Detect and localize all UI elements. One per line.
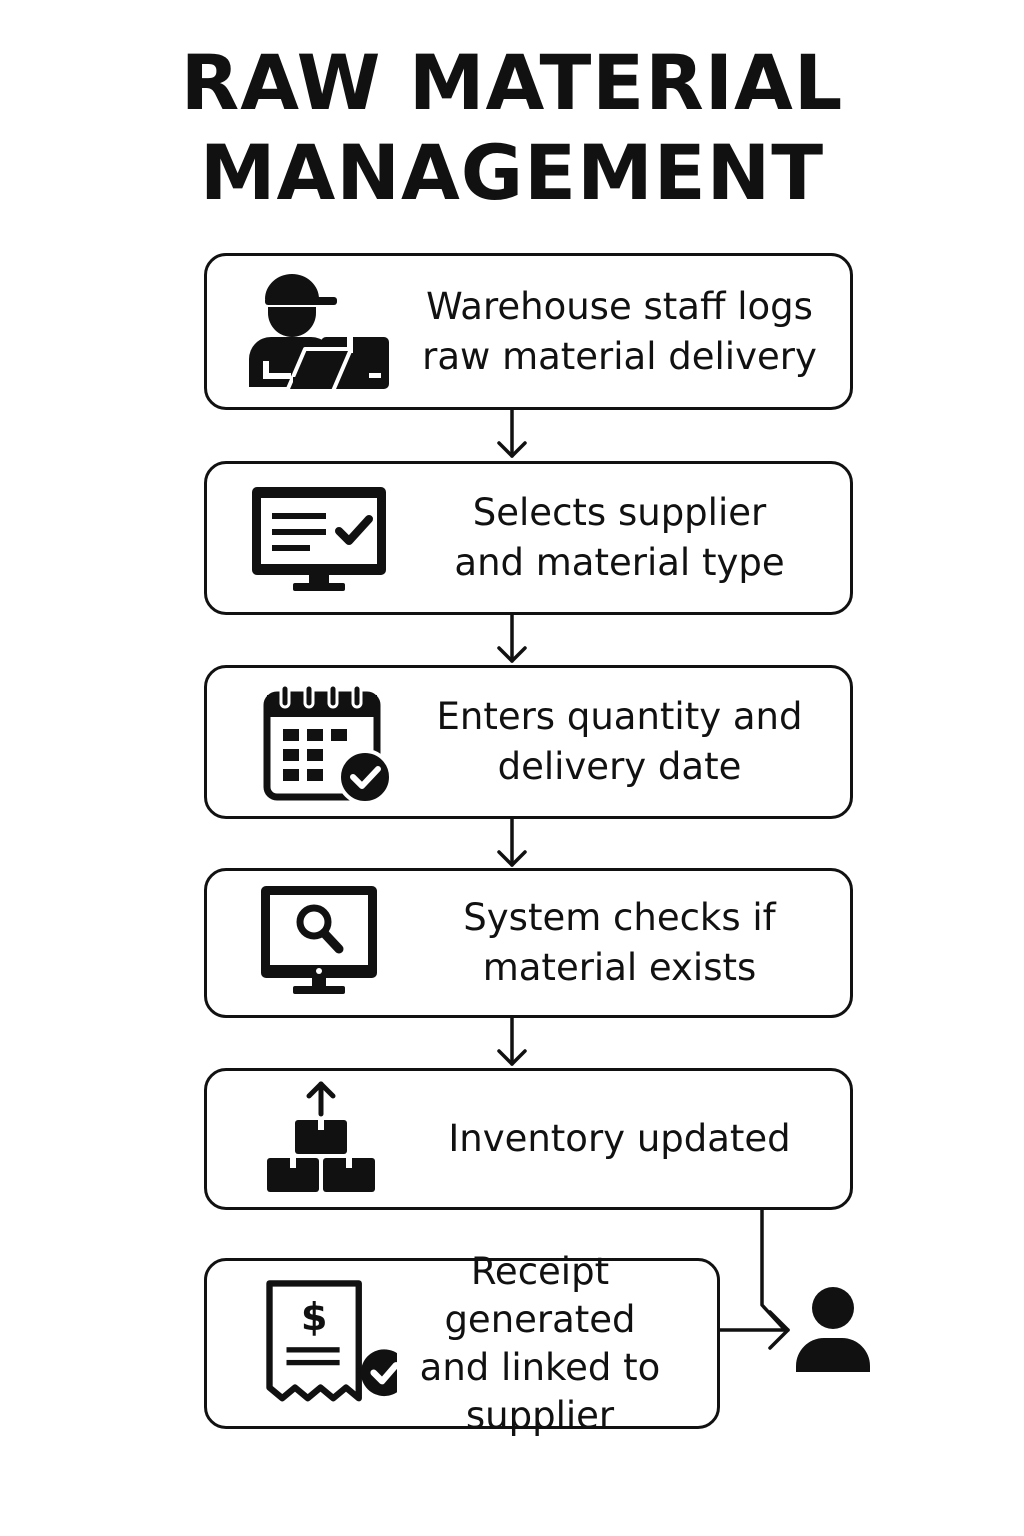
arrow-step5-to-actor bbox=[760, 1208, 787, 1332]
arrow-step3-to-step4 bbox=[497, 817, 527, 867]
monitor-search-icon bbox=[261, 886, 377, 994]
monitor-form-check-icon bbox=[252, 487, 386, 591]
svg-text:$: $ bbox=[301, 1295, 328, 1340]
flow-step-6-label: Receipt generated and linked to supplier bbox=[419, 1249, 661, 1437]
title-line-2: MANAGEMENT bbox=[199, 128, 825, 217]
arrow-step4-to-step5 bbox=[497, 1016, 527, 1066]
arrow-step6-to-actor bbox=[717, 1310, 790, 1350]
flow-step-5: Inventory updated bbox=[204, 1068, 853, 1210]
flow-step-4-label: System checks if material exists bbox=[463, 896, 776, 989]
diagram-title: RAW MATERIAL MANAGEMENT bbox=[0, 38, 1024, 218]
boxes-upload-arrow-icon bbox=[267, 1081, 375, 1192]
receipt-dollar-check-icon: $ bbox=[266, 1279, 397, 1401]
title-line-1: RAW MATERIAL bbox=[180, 38, 844, 127]
arrow-step2-to-step3 bbox=[497, 613, 527, 663]
flow-step-6: $ Receipt generated and linked to suppli… bbox=[204, 1249, 720, 1437]
flow-step-2-label: Selects supplier and material type bbox=[454, 491, 785, 584]
person-icon bbox=[796, 1287, 870, 1372]
warehouse-worker-laptop-box-icon bbox=[249, 273, 389, 393]
flow-step-5-label: Inventory updated bbox=[448, 1117, 791, 1160]
calendar-check-icon bbox=[263, 683, 393, 805]
flow-step-3-label: Enters quantity and delivery date bbox=[436, 695, 803, 788]
flow-step-2: Selects supplier and material type bbox=[204, 461, 853, 615]
flow-step-1-label: Warehouse staff logs raw material delive… bbox=[422, 284, 817, 378]
flow-step-1: Warehouse staff logs raw material delive… bbox=[204, 253, 853, 410]
arrow-step1-to-step2 bbox=[497, 408, 527, 458]
flow-step-3: Enters quantity and delivery date bbox=[204, 665, 853, 819]
flow-step-4: System checks if material exists bbox=[204, 868, 853, 1018]
